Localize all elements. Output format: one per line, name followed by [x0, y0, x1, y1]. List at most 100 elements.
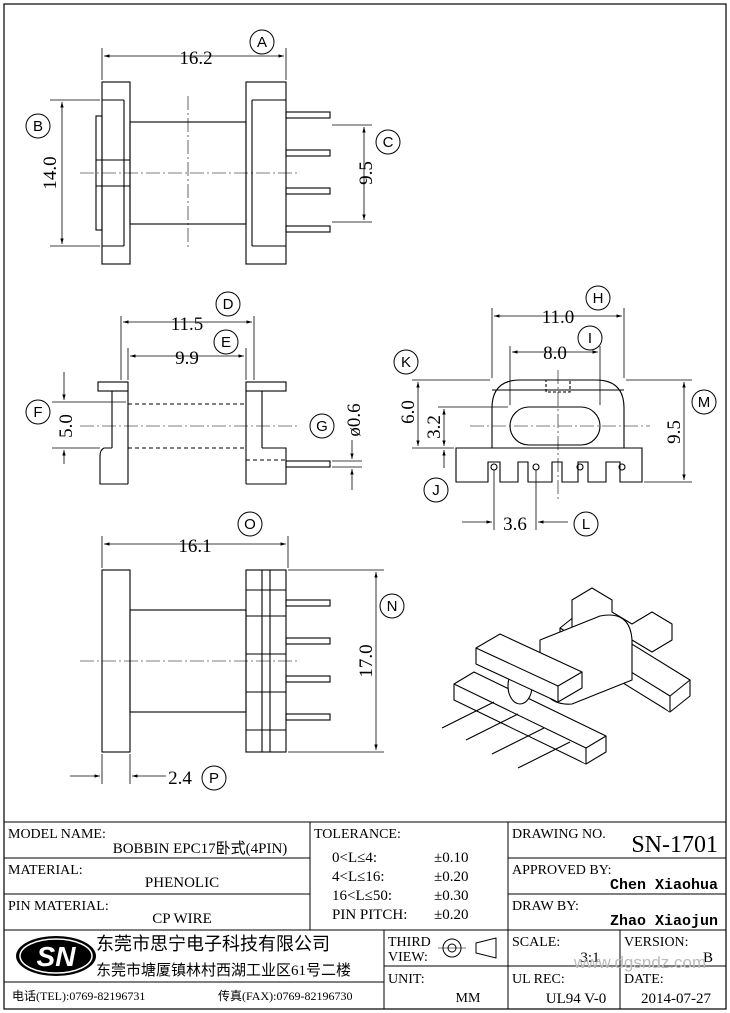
drawing-no-value: SN-1701	[631, 832, 718, 858]
dim-b	[50, 99, 100, 247]
svg-text:E: E	[221, 334, 231, 351]
dim-g-value: ø0.6	[344, 403, 365, 436]
balloon-d: D	[215, 291, 241, 317]
logo-text: SN	[37, 941, 77, 972]
side-view	[97, 381, 331, 485]
dim-h	[491, 308, 625, 378]
dim-k	[412, 379, 490, 449]
drawing-no-label: DRAWING NO.	[512, 827, 606, 842]
svg-text:G: G	[316, 418, 328, 435]
dim-a-value: 16.2	[179, 48, 212, 69]
dim-j-value: 3.2	[424, 415, 445, 439]
isometric-view	[441, 587, 691, 769]
balloon-f: F	[25, 399, 51, 425]
front-view-centerlines	[470, 370, 650, 500]
draw-by-value: Zhao Xiaojun	[610, 913, 718, 930]
tolerance-range-2: 4<L≤16:	[332, 869, 385, 885]
dim-i	[509, 346, 601, 405]
approved-by-label: APPROVED BY:	[512, 863, 611, 878]
dim-n-value: 17.0	[356, 644, 377, 677]
balloon-o: O	[237, 511, 263, 537]
company-fax: 传真(FAX):0769-82196730	[218, 988, 352, 1003]
dim-p-value: 2.4	[168, 768, 192, 789]
dim-i-value: 8.0	[543, 343, 567, 364]
dim-f-value: 5.0	[56, 414, 77, 438]
balloon-c: C	[375, 129, 401, 155]
tolerance-value-1: ±0.10	[434, 850, 468, 866]
svg-text:J: J	[432, 482, 440, 499]
dim-d	[120, 316, 255, 380]
balloon-g: G	[309, 413, 335, 439]
balloon-e: E	[213, 329, 239, 355]
front-view	[455, 379, 643, 483]
dim-h-value: 11.0	[542, 307, 575, 328]
top-view-centerlines	[80, 96, 300, 250]
scale-label: SCALE:	[512, 935, 560, 950]
balloon-l: L	[573, 511, 599, 537]
tolerance-range-1: 0<L≤4:	[332, 850, 377, 866]
dim-c	[332, 124, 372, 223]
material-value: PHENOLIC	[145, 875, 219, 891]
dim-p	[70, 754, 166, 784]
watermark: www.dgsndz.com	[573, 953, 706, 972]
dim-o	[101, 536, 289, 568]
tolerance-value-2: ±0.20	[434, 869, 468, 885]
model-name-label: MODEL NAME:	[8, 827, 106, 842]
balloon-j: J	[423, 477, 449, 503]
third-view-label-2: VIEW:	[388, 950, 428, 965]
dim-k-value: 6.0	[398, 400, 419, 424]
drawing-frame	[3, 3, 727, 1010]
date-value: 2014-07-27	[641, 991, 711, 1007]
svg-text:K: K	[401, 354, 411, 371]
svg-text:N: N	[387, 598, 398, 615]
svg-text:D: D	[223, 296, 234, 313]
date-label: DATE:	[624, 972, 664, 987]
svg-text:H: H	[593, 290, 604, 307]
svg-text:A: A	[257, 34, 267, 51]
balloon-k: K	[393, 349, 419, 375]
balloon-i: I	[577, 325, 603, 351]
svg-text:F: F	[33, 404, 42, 421]
ul-rec-value: UL94 V-0	[546, 991, 606, 1007]
version-value: B	[703, 950, 713, 966]
third-view-label-1: THIRD	[388, 935, 431, 950]
title-block: MODEL NAME: BOBBIN EPC17卧式(4PIN) MATERIA…	[8, 827, 718, 1007]
dim-m-value: 9.5	[664, 420, 685, 444]
scale-value: 3:1	[580, 950, 599, 966]
material-label: MATERIAL:	[8, 863, 83, 878]
company-logo: SN	[16, 936, 96, 976]
balloon-h: H	[585, 285, 611, 311]
dim-o-value: 16.1	[178, 536, 211, 557]
model-name-value: BOBBIN EPC17卧式(4PIN)	[113, 840, 288, 857]
company-address: 东莞市塘厦镇林村西湖工业区61号二楼	[96, 962, 351, 979]
dim-l-value: 3.6	[503, 514, 527, 535]
balloon-p: P	[201, 765, 227, 791]
dim-g	[332, 440, 362, 490]
dim-e	[127, 348, 247, 380]
approved-by-value: Chen Xiaohua	[610, 877, 718, 894]
third-angle-projection-icon	[438, 937, 497, 959]
unit-label: UNIT:	[388, 972, 425, 987]
tolerance-range-3: 16<L≤50:	[332, 888, 392, 904]
svg-text:P: P	[209, 770, 219, 787]
dim-n	[288, 569, 384, 753]
draw-by-label: DRAW BY:	[512, 899, 579, 914]
svg-text:M: M	[698, 394, 711, 411]
dim-m	[626, 379, 692, 483]
dim-c-value: 9.5	[356, 161, 377, 185]
tolerance-range-4: PIN PITCH:	[332, 907, 407, 923]
svg-text:L: L	[582, 516, 590, 533]
balloon-m: M	[691, 389, 717, 415]
version-label: VERSION:	[624, 935, 689, 950]
balloon-a: A	[249, 29, 275, 55]
dim-e-value: 9.9	[175, 348, 199, 369]
dim-l	[462, 470, 568, 530]
title-block-grid	[4, 821, 726, 1009]
dim-j	[438, 406, 508, 468]
tolerance-value-3: ±0.30	[434, 888, 468, 904]
tolerance-value-4: ±0.20	[434, 907, 468, 923]
dim-a	[101, 48, 287, 80]
svg-text:O: O	[244, 516, 256, 533]
dim-d-value: 11.5	[171, 314, 204, 335]
dimension-values: 16.2 14.0 9.5 11.5 9.9 5.0 ø0.6 11.0 8.0…	[40, 48, 685, 789]
